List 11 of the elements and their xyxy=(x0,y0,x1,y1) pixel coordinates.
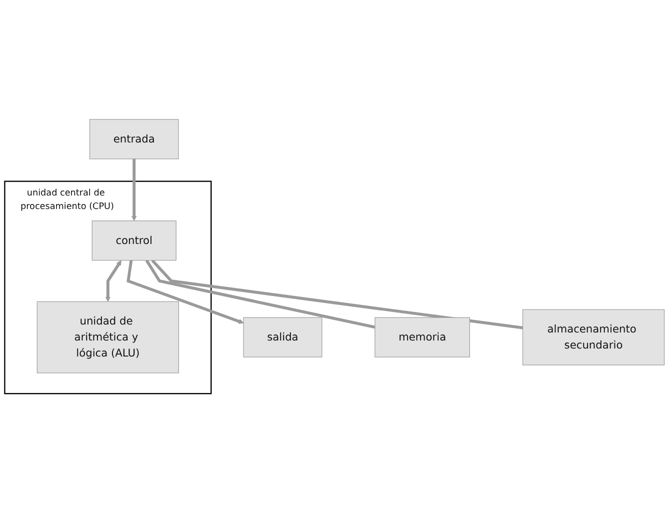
node-box: unidad de aritmética y lógica (ALU) xyxy=(36,301,179,374)
connector xyxy=(145,260,376,329)
node-box: entrada xyxy=(89,119,179,160)
arrow xyxy=(132,158,137,222)
arrow xyxy=(105,260,122,302)
node-box: almacenamiento secundario xyxy=(522,309,665,366)
node-box: memoria xyxy=(374,317,470,358)
arrow xyxy=(126,260,244,324)
connector xyxy=(151,259,523,330)
node-box: salida xyxy=(243,317,322,358)
node-box: control xyxy=(92,220,176,261)
